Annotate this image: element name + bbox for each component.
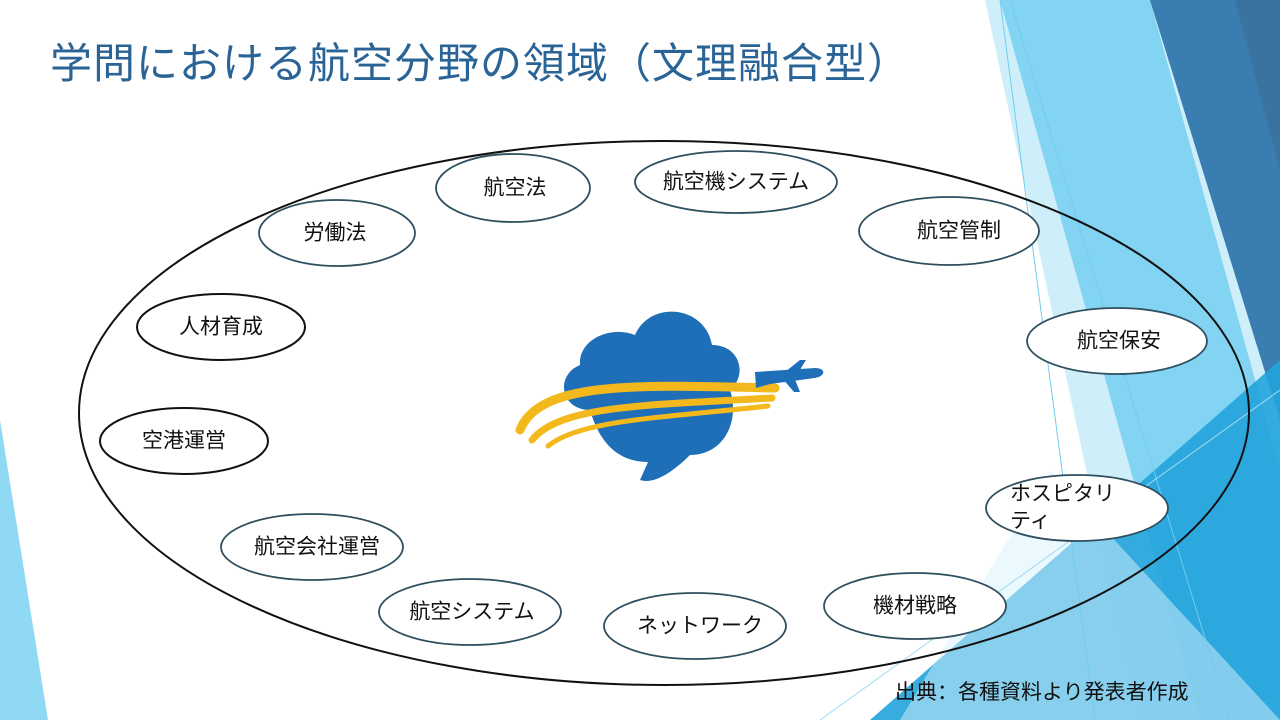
node-ellipse-kokuho: [435, 153, 591, 223]
deco-bottom-light: [900, 470, 1280, 720]
node-label-hospitality: ホスピタリ ティ: [1010, 481, 1115, 536]
node-label-hospitality-line2: ティ: [1010, 509, 1051, 533]
node-label-kokugaisha-unei: 航空会社運営: [254, 534, 380, 559]
deco-right-mid: [1150, 0, 1280, 420]
node-ellipse-jinzai-ikusei: [136, 293, 306, 361]
node-label-kokuho: 航空法: [483, 175, 547, 200]
node-label-network: ネットワーク: [637, 613, 763, 638]
node-label-rodoho: 労働法: [303, 220, 367, 245]
node-ellipse-kokukansei: [858, 196, 1040, 266]
outer-ellipse: [78, 140, 1250, 686]
node-label-kizai-senryaku: 機材戦略: [873, 593, 957, 618]
node-ellipse-kokuki-system: [634, 150, 838, 214]
node-ellipse-kokugaisha-unei: [220, 513, 404, 581]
node-ellipse-rodoho: [258, 199, 416, 267]
node-label-koku-system: 航空システム: [409, 599, 535, 624]
node-label-jinzai-ikusei: 人材育成: [179, 314, 263, 339]
source-note: 出典：各種資料より発表者作成: [895, 680, 1189, 704]
node-label-kokukansei: 航空管制: [917, 218, 1001, 243]
node-ellipse-kizai-senryaku: [823, 572, 1007, 640]
node-ellipse-hospitality: [985, 474, 1169, 542]
node-ellipse-network: [603, 592, 787, 660]
cloud-airplane-logo: [515, 311, 824, 481]
node-ellipse-koku-system: [378, 578, 562, 646]
node-label-kokuki-system: 航空機システム: [662, 169, 810, 194]
node-label-kuko-unei: 空港運営: [142, 428, 226, 453]
deco-line-3: [819, 389, 1280, 720]
node-label-kokuhoan: 航空保安: [1077, 328, 1161, 353]
slide-title: 学問における航空分野の領域（文理融合型）: [50, 39, 911, 88]
deco-left-sliver: [0, 420, 48, 720]
node-label-hospitality-line1: ホスピタリ: [1010, 481, 1115, 506]
node-ellipse-kokuhoan: [1026, 307, 1208, 375]
node-ellipse-kuko-unei: [99, 407, 269, 475]
